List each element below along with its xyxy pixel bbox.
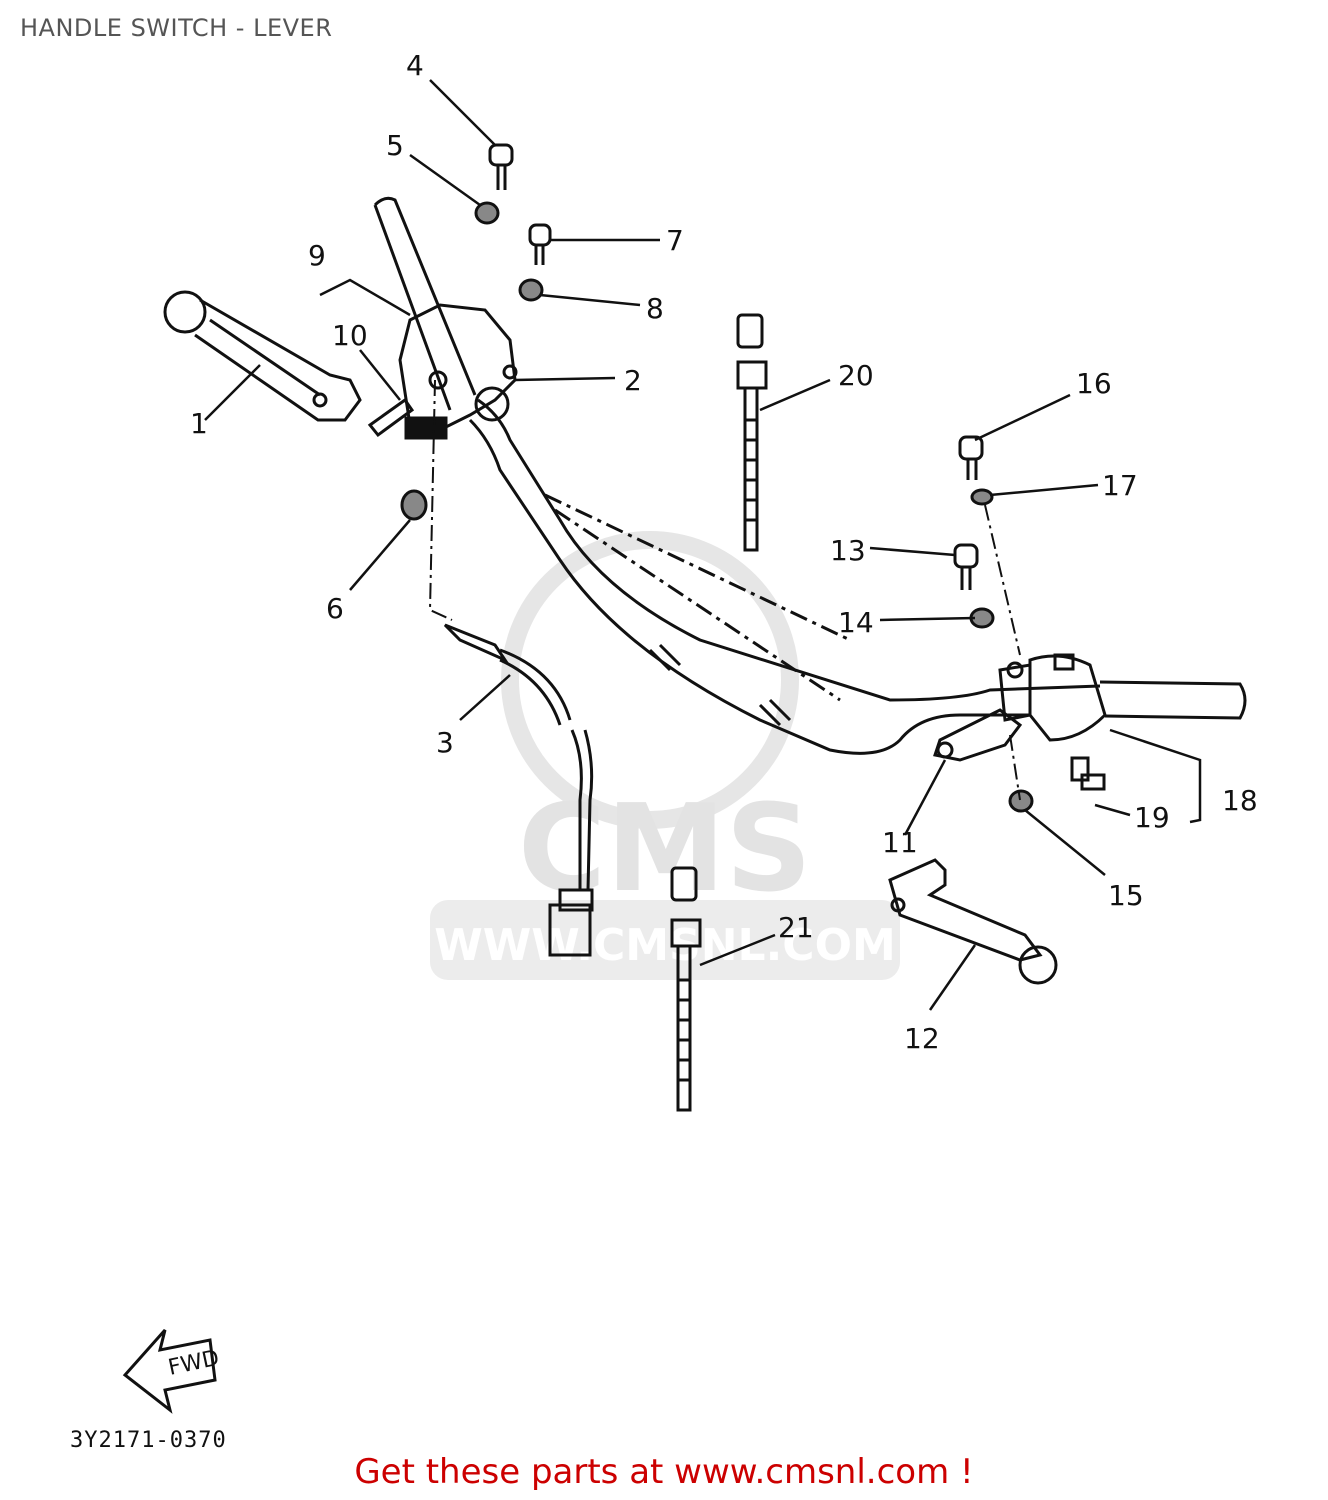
callout-12: 12 bbox=[904, 1022, 940, 1055]
callout-18: 18 bbox=[1222, 784, 1258, 817]
handle-switch bbox=[998, 653, 1107, 742]
callout-9: 9 bbox=[308, 239, 326, 272]
callout-20: 20 bbox=[838, 359, 874, 392]
callout-4: 4 bbox=[406, 49, 424, 82]
bolt-10 bbox=[367, 397, 415, 438]
svg-text:CMS: CMS bbox=[518, 780, 812, 919]
callout-21: 21 bbox=[778, 911, 814, 944]
callout-10: 10 bbox=[332, 319, 368, 352]
callout-16: 16 bbox=[1076, 367, 1112, 400]
callout-17: 17 bbox=[1102, 469, 1138, 502]
callout-7: 7 bbox=[666, 224, 684, 257]
callout-13: 13 bbox=[830, 534, 866, 567]
callout-numbers: 1 2 3 4 5 6 7 8 9 10 11 12 13 14 15 16 1… bbox=[190, 49, 1258, 1055]
lever-holder-11 bbox=[933, 504, 1023, 801]
hardware-parts bbox=[400, 143, 1106, 813]
callout-5: 5 bbox=[386, 129, 404, 162]
cms-watermark: CMS WWW.CMSNL.COM bbox=[430, 531, 900, 980]
cable-band-21 bbox=[670, 866, 702, 1112]
callout-14: 14 bbox=[838, 606, 874, 639]
callout-3: 3 bbox=[436, 726, 454, 759]
footer-link-text[interactable]: Get these parts at www.cmsnl.com ! bbox=[354, 1452, 974, 1492]
callout-19: 19 bbox=[1134, 801, 1170, 834]
handlebar bbox=[373, 196, 1247, 755]
brake-switch-cable bbox=[428, 379, 594, 957]
callout-6: 6 bbox=[326, 592, 344, 625]
callout-2: 2 bbox=[624, 364, 642, 397]
svg-text:WWW.CMSNL.COM: WWW.CMSNL.COM bbox=[434, 920, 896, 971]
callout-8: 8 bbox=[646, 292, 664, 325]
part-code: 3Y2171-0370 bbox=[70, 1428, 227, 1453]
callout-15: 15 bbox=[1108, 879, 1144, 912]
right-lever bbox=[888, 858, 1058, 985]
diagram-title: HANDLE SWITCH - LEVER bbox=[20, 14, 333, 42]
callout-11: 11 bbox=[882, 826, 918, 859]
left-lever bbox=[163, 290, 362, 422]
leader-lines bbox=[204, 79, 1202, 1011]
cable-band-20 bbox=[736, 313, 768, 552]
callout-1: 1 bbox=[190, 407, 208, 440]
fwd-arrow-icon: FWD bbox=[122, 1329, 221, 1414]
